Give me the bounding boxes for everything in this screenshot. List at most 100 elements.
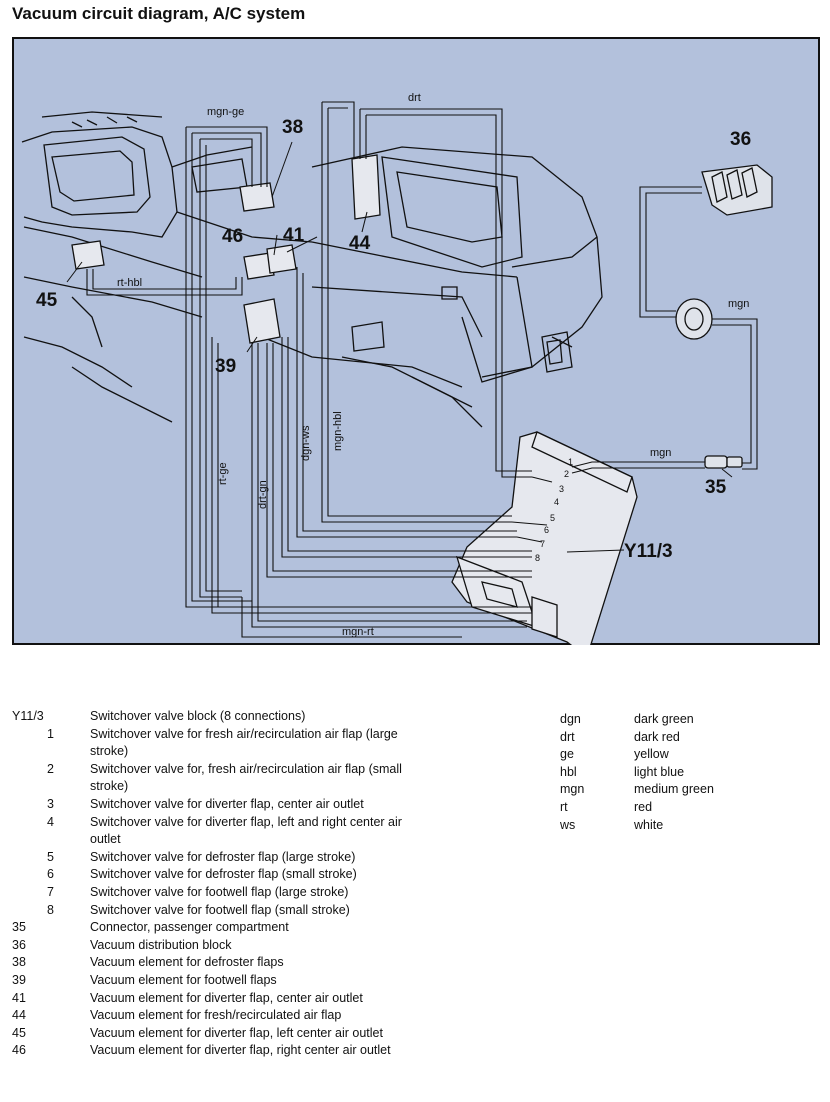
legend-row-7: 7 Switchover valve for footwell flap (lar…: [12, 884, 412, 902]
color-row-mgn: mgn medium green: [560, 781, 760, 799]
bulkhead-connector: [675, 298, 713, 340]
legend-row-35: 35 Connector, passenger compartment: [12, 919, 412, 937]
legend-row-5: 5 Switchover valve for defroster flap (la…: [12, 849, 412, 867]
vacuum-circuit-diagram: 36 38 41 44 45 46 39 35 Y11/3 mgn-ge drt…: [12, 37, 820, 645]
color-abbr: ge: [560, 747, 574, 762]
legend-key: 5: [47, 849, 54, 864]
legend-desc: Vacuum element for footwell flaps: [90, 972, 277, 987]
port-5: 5: [550, 513, 555, 523]
legend-row-1: 1 Switchover valve for fresh air/recircul…: [12, 726, 412, 761]
legend-key: 44: [12, 1008, 26, 1023]
legend-key: 41: [12, 990, 26, 1005]
legend-key: 39: [12, 972, 26, 987]
callout-44: 44: [349, 233, 371, 254]
callout-39: 39: [215, 356, 236, 377]
color-abbr: ws: [560, 817, 576, 832]
port-8: 8: [535, 553, 540, 563]
callout-46: 46: [222, 226, 243, 247]
callout-36: 36: [730, 129, 751, 150]
legend-key: 35: [12, 920, 26, 935]
color-name: yellow: [634, 747, 669, 762]
callout-41: 41: [283, 225, 305, 246]
color-name: medium green: [634, 782, 714, 797]
wire-label-mgn-mid: mgn: [650, 447, 671, 459]
legend-desc: Connector, passenger compartment: [90, 920, 289, 935]
vacuum-element-44: [351, 154, 381, 220]
port-1: 1: [568, 457, 573, 467]
callout-Y11-3: Y11/3: [624, 541, 673, 562]
callout-leaders: [66, 141, 733, 553]
legend-key: 2: [47, 761, 54, 776]
color-abbr: hbl: [560, 764, 577, 779]
component-legend: Y11/3 Switchover valve block (8 connectio…: [12, 708, 412, 1060]
wire-label-mgn-top: mgn: [728, 298, 749, 310]
legend-desc: Switchover valve for diverter flap, left…: [90, 814, 402, 847]
page-title: Vacuum circuit diagram, A/C system: [12, 4, 306, 23]
color-name: dark green: [634, 712, 694, 726]
legend-row-Y11-3: Y11/3 Switchover valve block (8 connectio…: [12, 708, 412, 726]
wire-label-dgn-ws: dgn-ws: [300, 425, 312, 461]
color-abbr: mgn: [560, 782, 585, 797]
color-name: dark red: [634, 729, 680, 744]
legend-desc: Switchover valve for footwell flap (smal…: [90, 902, 350, 917]
legend-key: 4: [47, 814, 54, 829]
port-7: 7: [540, 539, 545, 549]
legend-desc: Switchover valve for defroster flap (lar…: [90, 849, 356, 864]
legend-desc: Vacuum element for diverter flap, right …: [90, 1043, 391, 1058]
legend-row-4: 4 Switchover valve for diverter flap, lef…: [12, 814, 412, 849]
legend-row-39: 39 Vacuum element for footwell flaps: [12, 972, 412, 990]
legend-key: 45: [12, 1025, 26, 1040]
legend-key: Y11/3: [12, 709, 44, 723]
wire-label-rt-ge: rt-ge: [217, 462, 229, 485]
legend-key: 36: [12, 937, 26, 952]
legend-desc: Switchover valve for defroster flap (sma…: [90, 867, 357, 882]
color-row-ws: ws white: [560, 817, 760, 835]
legend-row-45: 45 Vacuum element for diverter flap, left…: [12, 1025, 412, 1043]
port-2: 2: [564, 469, 569, 479]
color-name: white: [634, 817, 664, 832]
legend-desc: Vacuum element for fresh/recirculated ai…: [90, 1008, 342, 1023]
wire-label-mgn-ge: mgn-ge: [207, 106, 244, 118]
wire-label-drt: drt: [408, 92, 421, 104]
color-name: red: [634, 799, 653, 814]
vacuum-elements: [71, 154, 381, 344]
diagram-frame: [12, 37, 820, 645]
vacuum-element-45: [71, 240, 105, 270]
legend-row-6: 6 Switchover valve for defroster flap (sm…: [12, 866, 412, 884]
legend-desc: Switchover valve block (8 connections): [90, 709, 306, 723]
legend-row-41: 41 Vacuum element for diverter flap, cent…: [12, 990, 412, 1008]
legend-desc: Switchover valve for footwell flap (larg…: [90, 884, 349, 899]
callout-45: 45: [36, 290, 58, 311]
legend-desc: Vacuum distribution block: [90, 937, 232, 952]
wire-label-rt-hbl: rt-hbl: [117, 277, 142, 289]
legend-row-44: 44 Vacuum element for fresh/recirculated …: [12, 1007, 412, 1025]
port-6: 6: [544, 525, 549, 535]
vacuum-element-46: [243, 252, 275, 280]
legend-row-36: 36 Vacuum distribution block: [12, 937, 412, 955]
legend-desc: Switchover valve for diverter flap, cent…: [90, 796, 364, 811]
legend-key: 6: [47, 867, 54, 882]
legend-key: 1: [47, 726, 54, 741]
color-abbr: rt: [560, 799, 568, 814]
legend-desc: Switchover valve for fresh air/recircula…: [90, 726, 398, 759]
vacuum-lines: [86, 101, 758, 638]
port-3: 3: [559, 484, 564, 494]
wire-label-mgn-rt: mgn-rt: [342, 626, 374, 638]
legend-key: 3: [47, 796, 54, 811]
legend-desc: Vacuum element for diverter flap, center…: [90, 990, 363, 1005]
distribution-block-36: [701, 164, 773, 216]
wire-label-mgn-hbl: mgn-hbl: [332, 411, 344, 451]
legend-desc: Vacuum element for diverter flap, left c…: [90, 1025, 383, 1040]
vacuum-element-39: [243, 298, 281, 344]
legend-key: 7: [47, 884, 54, 899]
port-4: 4: [554, 497, 559, 507]
connector-35: [704, 455, 743, 469]
